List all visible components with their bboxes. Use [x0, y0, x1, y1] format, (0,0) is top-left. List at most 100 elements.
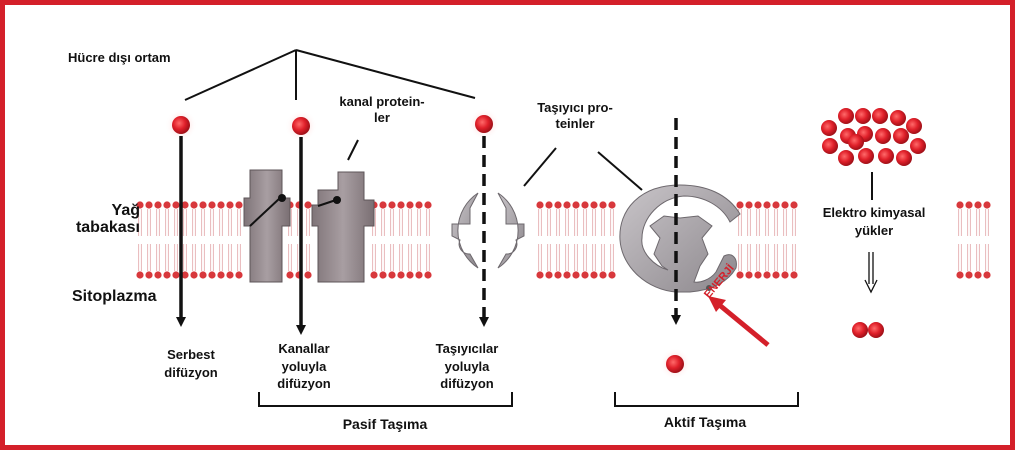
lipid-head [286, 271, 293, 278]
lipid-head [736, 271, 743, 278]
energy-arrow [708, 296, 768, 345]
lipid-head [572, 271, 579, 278]
lipid-head [974, 271, 981, 278]
passive-transport-bracket [259, 392, 512, 406]
lipid-head [424, 201, 431, 208]
lipid-head [790, 201, 797, 208]
lipid-head [608, 271, 615, 278]
charged-molecule [893, 128, 909, 144]
lipid-head [545, 201, 552, 208]
lipid-head [563, 271, 570, 278]
lipid-head [208, 271, 215, 278]
carrier-pointer-lines [524, 148, 642, 190]
lipid-head [406, 271, 413, 278]
lipid-head [154, 201, 161, 208]
lipid-head [235, 271, 242, 278]
lipid-head [590, 201, 597, 208]
lipid-head [790, 271, 797, 278]
lipid-head [772, 201, 779, 208]
carrier-diffusion-label: Taşıyıcılar yoluyla difüzyon [417, 340, 517, 393]
lipid-head [172, 201, 179, 208]
lipid-head [154, 271, 161, 278]
carrier-proteins-label: Taşıyıcı pro- teinler [520, 100, 630, 131]
lipid-head [145, 201, 152, 208]
lipid-head [608, 201, 615, 208]
lipid-layer-label: Yağ tabakası [60, 203, 140, 237]
lipid-head [388, 201, 395, 208]
active-transport-bracket [615, 392, 798, 406]
lipid-head [536, 271, 543, 278]
lipid-head [136, 271, 143, 278]
electrochemical-charge-cluster [821, 108, 926, 166]
charged-molecule [848, 134, 864, 150]
lipid-head [554, 201, 561, 208]
lipid-head [370, 271, 377, 278]
lipid-head [983, 271, 990, 278]
lipid-head [397, 201, 404, 208]
charged-molecule [858, 148, 874, 164]
lipid-head [536, 201, 543, 208]
channel-pointer-line [348, 140, 358, 160]
charged-molecule [838, 108, 854, 124]
lipid-head [217, 201, 224, 208]
lipid-head [983, 201, 990, 208]
lipid-head [235, 201, 242, 208]
cluster-down-arrow [865, 252, 877, 292]
lipid-head [545, 271, 552, 278]
cytoplasm-label: Sitoplazma [72, 287, 156, 306]
lipid-head [581, 201, 588, 208]
lipid-head [781, 271, 788, 278]
lipid-head [563, 201, 570, 208]
extracellular-label: Hücre dışı ortam [68, 50, 171, 66]
lipid-head [226, 201, 233, 208]
charged-molecule [910, 138, 926, 154]
channel-protein-open [244, 170, 290, 282]
charged-molecule [822, 138, 838, 154]
lipid-head [965, 201, 972, 208]
lipid-head [217, 271, 224, 278]
channel-diffusion-label: Kanallar yoluyla difüzyon [264, 340, 344, 393]
lipid-head [974, 201, 981, 208]
lipid-head [226, 271, 233, 278]
lipid-head [745, 271, 752, 278]
lipid-head [572, 201, 579, 208]
lipid-head [388, 271, 395, 278]
lipid-head [745, 201, 752, 208]
lipid-head [763, 271, 770, 278]
lipid-head [754, 271, 761, 278]
lipid-head [754, 201, 761, 208]
lipid-head [379, 271, 386, 278]
lipid-head [145, 271, 152, 278]
lipid-head [397, 271, 404, 278]
lipid-head [736, 201, 743, 208]
lipid-head [581, 271, 588, 278]
lipid-head [379, 201, 386, 208]
charged-molecule [878, 148, 894, 164]
lipid-head [781, 201, 788, 208]
molecule-carrier-diffusion [468, 108, 500, 140]
lipid-head [599, 271, 606, 278]
lipid-head [172, 271, 179, 278]
lipid-head [590, 271, 597, 278]
extracellular-pointer-lines [185, 50, 475, 100]
electrochemical-label: Elektro kimyasal yükler [806, 204, 942, 239]
charged-molecule [875, 128, 891, 144]
lipid-head [956, 201, 963, 208]
free-diffusion-label: Serbest difüzyon [151, 346, 231, 381]
lipid-head [415, 271, 422, 278]
lipid-head [415, 201, 422, 208]
lipid-head [424, 271, 431, 278]
lipid-head [199, 201, 206, 208]
lipid-head [199, 271, 206, 278]
charged-molecule [838, 150, 854, 166]
channel-protein-closed [312, 172, 374, 282]
lipid-head [190, 271, 197, 278]
passive-transport-label: Pasif Taşıma [320, 416, 450, 433]
lipid-head [956, 271, 963, 278]
lipid-head [772, 271, 779, 278]
molecule-active-transport [659, 348, 691, 380]
charged-molecule [821, 120, 837, 136]
lipid-head [163, 271, 170, 278]
charged-molecule [872, 108, 888, 124]
charged-molecule [855, 108, 871, 124]
